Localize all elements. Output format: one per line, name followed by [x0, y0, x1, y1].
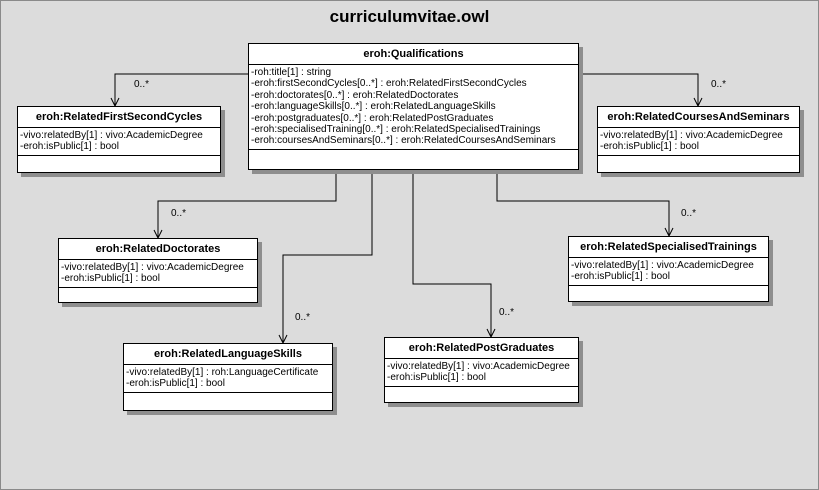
attribute: -eroh:postgraduates[0..*] : eroh:Related… — [251, 112, 494, 124]
class-operations — [249, 150, 578, 164]
class-attributes: -vivo:relatedBy[1] : vivo:AcademicDegree… — [569, 258, 768, 286]
diagram-title: curriculumvitae.owl — [329, 7, 490, 26]
attribute: -eroh:languageSkills[0..*] : eroh:Relate… — [251, 101, 496, 113]
class-operations — [569, 286, 768, 300]
class-related-doctorates[interactable]: eroh:RelatedDoctorates -vivo:relatedBy[1… — [58, 238, 258, 303]
multiplicity-first-second-cycles: 0..* — [134, 79, 150, 90]
link-post-graduates — [412, 170, 491, 337]
attribute: -vivo:relatedBy[1] : vivo:AcademicDegree — [61, 262, 244, 273]
attribute: -eroh:specialisedTraining[0..*] : eroh:R… — [251, 124, 541, 136]
attribute: -eroh:isPublic[1] : bool — [20, 141, 119, 153]
attribute: -eroh:isPublic[1] : bool — [61, 273, 160, 285]
class-qualifications[interactable]: eroh:Qualifications -roh:title[1] : stri… — [248, 43, 579, 170]
class-attributes: -vivo:relatedBy[1] : vivo:AcademicDegree… — [18, 128, 220, 156]
class-name: eroh:RelatedPostGraduates — [385, 338, 578, 359]
attribute: -vivo:relatedBy[1] : vivo:AcademicDegree — [20, 130, 203, 141]
class-related-language-skills[interactable]: eroh:RelatedLanguageSkills -vivo:related… — [123, 343, 333, 411]
multiplicity-post-graduates: 0..* — [499, 307, 515, 318]
attribute: -eroh:isPublic[1] : bool — [571, 271, 670, 283]
class-name: eroh:RelatedLanguageSkills — [124, 344, 332, 365]
attribute: -eroh:isPublic[1] : bool — [387, 372, 486, 384]
attribute: -vivo:relatedBy[1] : roh:LanguageCertifi… — [126, 367, 319, 378]
class-name: eroh:RelatedFirstSecondCycles — [18, 107, 220, 128]
attribute: -vivo:relatedBy[1] : vivo:AcademicDegree — [571, 260, 754, 271]
class-operations — [124, 393, 332, 407]
multiplicity-courses-and-seminars: 0..* — [711, 79, 727, 90]
class-related-specialised-trainings[interactable]: eroh:RelatedSpecialisedTrainings -vivo:r… — [568, 236, 769, 302]
class-attributes: -vivo:relatedBy[1] : vivo:AcademicDegree… — [59, 260, 257, 288]
multiplicity-specialised-trainings: 0..* — [681, 208, 697, 219]
attribute: -eroh:coursesAndSeminars[0..*] : eroh:Re… — [251, 135, 556, 147]
link-language-skills — [283, 170, 373, 343]
class-related-courses-and-seminars[interactable]: eroh:RelatedCoursesAndSeminars -vivo:rel… — [597, 106, 800, 173]
class-attributes: -vivo:relatedBy[1] : vivo:AcademicDegree… — [385, 359, 578, 387]
class-related-first-second-cycles[interactable]: eroh:RelatedFirstSecondCycles -vivo:rela… — [17, 106, 221, 173]
multiplicity-language-skills: 0..* — [295, 312, 311, 323]
attribute: -eroh:doctorates[0..*] : eroh:RelatedDoc… — [251, 89, 459, 101]
class-attributes: -vivo:relatedBy[1] : roh:LanguageCertifi… — [124, 365, 332, 393]
attribute: -eroh:firstSecondCycles[0..*] : eroh:Rel… — [251, 78, 527, 90]
class-name: eroh:Qualifications — [249, 44, 578, 65]
attribute: -eroh:isPublic[1] : bool — [126, 378, 225, 390]
class-operations — [598, 156, 799, 170]
class-name: eroh:RelatedDoctorates — [59, 239, 257, 260]
class-attributes: -roh:title[1] : string -eroh:firstSecond… — [249, 65, 578, 150]
class-attributes: -vivo:relatedBy[1] : vivo:AcademicDegree… — [598, 128, 799, 156]
class-related-post-graduates[interactable]: eroh:RelatedPostGraduates -vivo:relatedB… — [384, 337, 579, 403]
class-name: eroh:RelatedSpecialisedTrainings — [569, 237, 768, 258]
class-operations — [385, 387, 578, 401]
attribute: -vivo:relatedBy[1] : vivo:AcademicDegree — [387, 361, 570, 372]
attribute: -eroh:isPublic[1] : bool — [600, 141, 699, 153]
link-doctorates — [158, 170, 337, 238]
class-operations — [59, 288, 257, 302]
link-specialised-trainings — [496, 170, 669, 236]
link-first-second-cycles — [115, 73, 248, 106]
attribute: -roh:title[1] : string — [251, 67, 332, 78]
attribute: -vivo:relatedBy[1] : vivo:AcademicDegree — [600, 130, 783, 141]
multiplicity-doctorates: 0..* — [171, 208, 187, 219]
class-operations — [18, 156, 220, 170]
link-courses-and-seminars — [579, 73, 698, 106]
class-name: eroh:RelatedCoursesAndSeminars — [598, 107, 799, 128]
